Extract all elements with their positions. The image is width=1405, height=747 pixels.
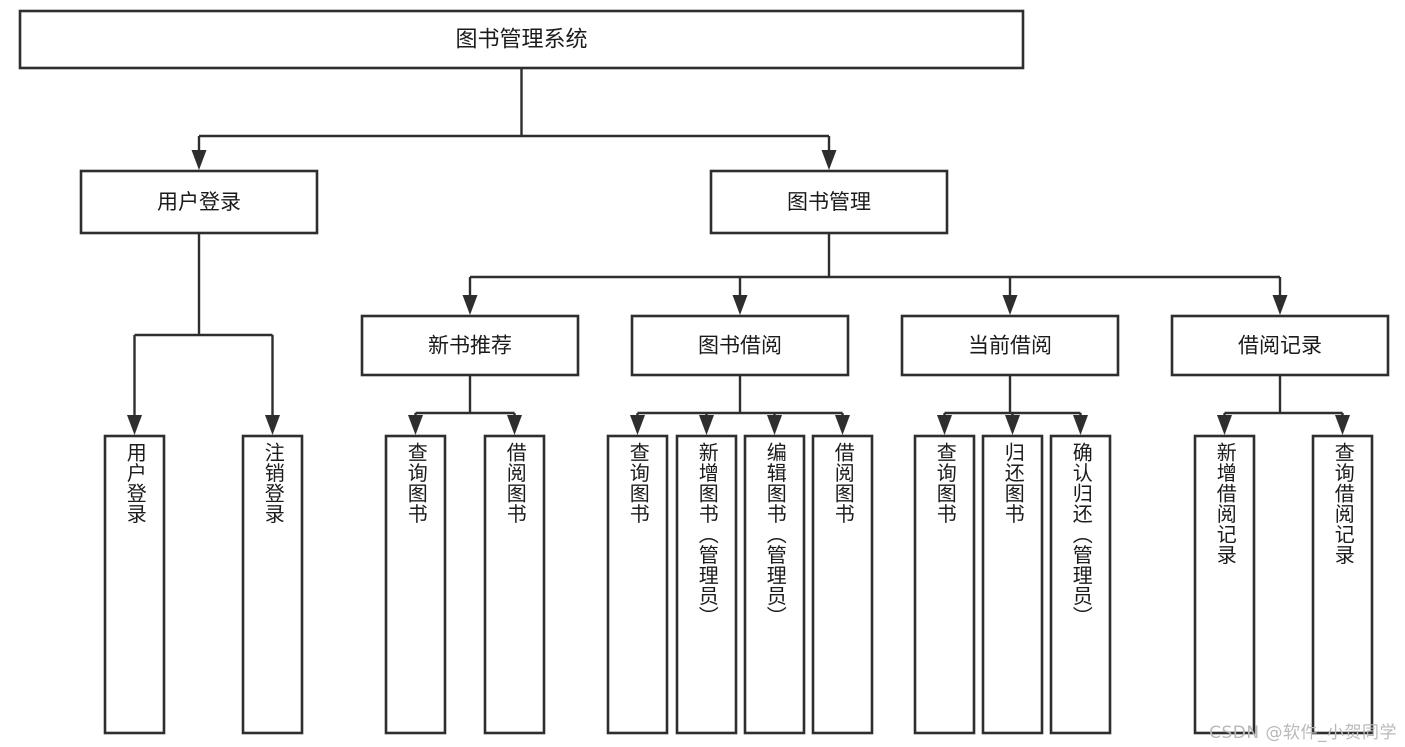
node-label-new-book-recommend: 新书推荐 (428, 334, 512, 358)
node-box-leaf-return-book[interactable] (981, 434, 1044, 735)
node-box-current-borrow[interactable] (900, 314, 1120, 377)
node-box-leaf-query-borrow-record[interactable] (1311, 434, 1374, 735)
arrow-head-icon (1335, 415, 1350, 435)
arrow-head-icon (699, 415, 714, 435)
node-box-leaf-query-book-cur[interactable] (913, 434, 976, 735)
arrow-head-icon (127, 415, 142, 435)
arrow-head-icon (1073, 415, 1088, 435)
arrow-head-icon (732, 295, 748, 315)
node-box-user-login[interactable] (79, 169, 319, 235)
node-box-leaf-logout[interactable] (241, 434, 304, 735)
arrow-head-icon (408, 415, 423, 435)
node-label-user-login: 用户登录 (157, 190, 241, 214)
node-box-borrow-record[interactable] (1170, 314, 1390, 377)
arrow-head-icon (1217, 415, 1232, 435)
arrow-head-icon (1002, 295, 1018, 315)
node-box-leaf-query-book-rec[interactable] (384, 434, 447, 735)
node-label-current-borrow: 当前借阅 (968, 334, 1052, 358)
arrow-head-icon (462, 295, 478, 315)
connectors-layer (127, 68, 1350, 435)
arrow-head-icon (1005, 415, 1020, 435)
arrow-head-icon (937, 415, 952, 435)
node-box-leaf-borrow-book-bor[interactable] (811, 434, 874, 735)
arrow-head-icon (767, 415, 782, 435)
node-label-book-manage: 图书管理 (787, 190, 871, 214)
node-box-book-manage[interactable] (709, 169, 949, 235)
arrow-head-icon (835, 415, 850, 435)
arrow-head-icon (191, 150, 207, 170)
node-box-leaf-edit-book-admin[interactable] (743, 434, 806, 735)
node-box-new-book-recommend[interactable] (360, 314, 580, 377)
boxes-layer (18, 9, 1390, 735)
arrow-head-icon (507, 415, 522, 435)
watermark-text: CSDN @软件_小贺同学 (1209, 723, 1397, 743)
node-label-root: 图书管理系统 (455, 28, 587, 53)
arrow-head-icon (821, 150, 837, 170)
node-label-book-borrow: 图书借阅 (698, 334, 782, 358)
node-box-leaf-add-borrow-record[interactable] (1193, 434, 1256, 735)
node-box-root[interactable] (18, 9, 1025, 70)
node-box-leaf-borrow-book-rec[interactable] (483, 434, 546, 735)
node-box-leaf-add-book-admin[interactable] (675, 434, 738, 735)
node-box-leaf-user-login[interactable] (103, 434, 166, 735)
node-box-leaf-query-book-bor[interactable] (606, 434, 669, 735)
node-box-leaf-confirm-return-admin[interactable] (1049, 434, 1112, 735)
arrow-head-icon (1272, 295, 1288, 315)
node-box-book-borrow[interactable] (630, 314, 850, 377)
arrow-head-icon (630, 415, 645, 435)
node-label-borrow-record: 借阅记录 (1238, 334, 1322, 358)
arrow-head-icon (265, 415, 280, 435)
